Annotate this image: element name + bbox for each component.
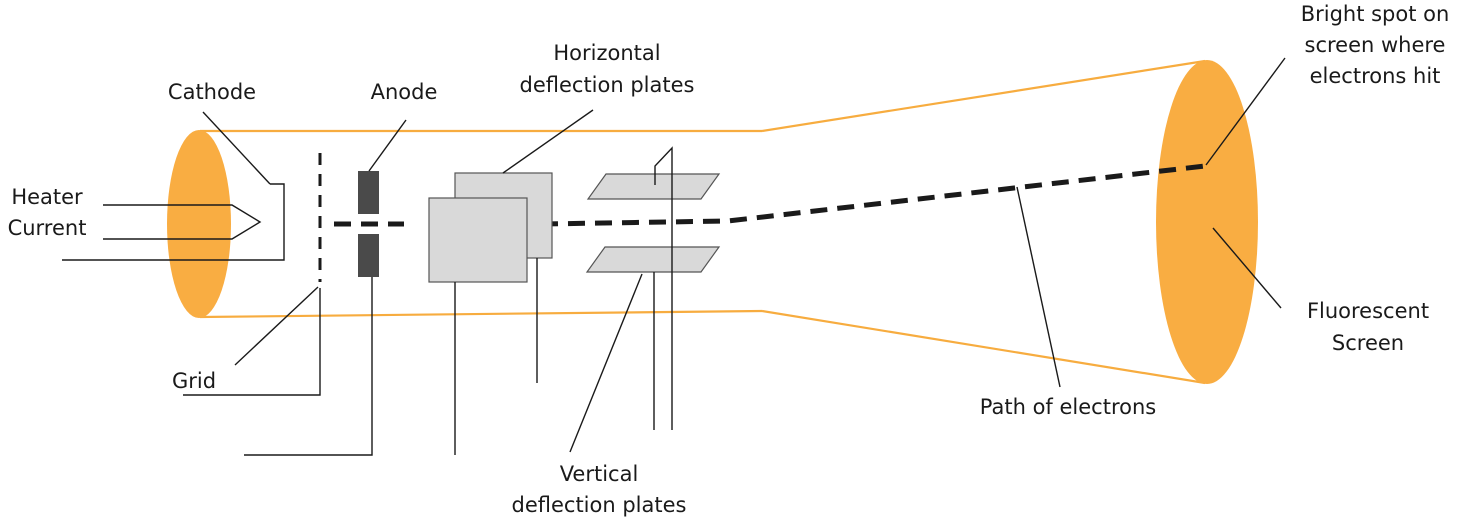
heater-wiring	[62, 111, 285, 261]
bright-spot-leader	[1205, 57, 1286, 166]
vertical-plate-top	[586, 173, 721, 200]
grid-label: Grid	[172, 369, 216, 393]
bright-spot-label-line3: electrons hit	[1310, 64, 1441, 88]
horizontal-deflection-plates	[428, 109, 594, 455]
path-label: Path of electrons	[980, 395, 1156, 419]
tube-cone-bottom	[761, 309, 1206, 385]
anode	[244, 119, 407, 456]
fluorescent-leader	[1212, 227, 1282, 309]
fluorescent-label-line1: Fluorescent	[1307, 299, 1429, 323]
path-leader	[1016, 186, 1061, 388]
anode-lower	[358, 234, 379, 277]
horizontal-plate-front	[428, 197, 528, 283]
anode-upper	[358, 171, 379, 214]
vertical-label-line2: deflection plates	[512, 493, 687, 517]
anode-label: Anode	[371, 80, 438, 104]
cathode-leader	[202, 111, 271, 185]
tube-outline	[199, 59, 1206, 385]
electron-beam	[334, 163, 1206, 227]
heater-label-line2: Current	[8, 216, 87, 240]
heater-filament	[103, 204, 262, 240]
fluorescent-screen	[1156, 60, 1258, 384]
tube-cone-top	[761, 59, 1206, 133]
horizontal-label-line2: deflection plates	[520, 73, 695, 97]
bright-spot-label-line2: screen where	[1305, 33, 1446, 57]
anode-wire	[244, 277, 373, 456]
grid-electrode	[183, 153, 322, 396]
vertical-label-line1: Vertical	[560, 462, 639, 486]
grid-wire	[183, 288, 321, 396]
tube-back-end	[167, 130, 231, 318]
grid-leader	[234, 286, 319, 366]
heater-label-line1: Heater	[11, 185, 83, 209]
bright-spot-label-line1: Bright spot on	[1301, 2, 1450, 26]
cathode-label: Cathode	[168, 80, 256, 104]
vertical-deflection-plates	[569, 146, 721, 453]
vertical-leader	[569, 273, 643, 453]
fluorescent-label-line2: Screen	[1332, 331, 1404, 355]
horizontal-leader	[502, 109, 594, 174]
cathode-wire	[62, 183, 285, 261]
vertical-wire-top	[654, 146, 673, 430]
anode-leader	[368, 119, 407, 172]
vertical-plate-bottom	[585, 246, 721, 273]
tube-neck-bottom	[199, 309, 763, 319]
horizontal-label-line1: Horizontal	[553, 41, 660, 65]
